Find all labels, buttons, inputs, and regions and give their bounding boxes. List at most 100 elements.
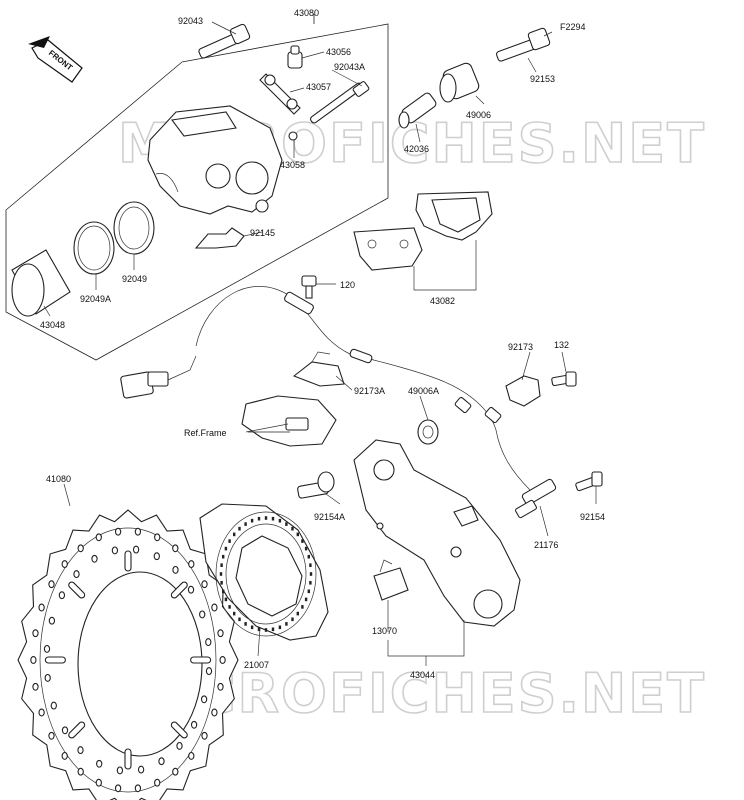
- disc-hole: [32, 682, 39, 691]
- disc-hole: [91, 554, 98, 563]
- disc-slot: [170, 581, 188, 599]
- rotor-tooth: [250, 518, 254, 523]
- label-92153: 92153: [530, 74, 555, 84]
- rotor-tooth: [307, 589, 310, 594]
- disc-hole: [38, 603, 45, 612]
- disc-hole: [217, 629, 224, 638]
- disc-hole: [137, 765, 145, 774]
- label-92173A: 92173A: [354, 386, 385, 396]
- label-132: 132: [554, 340, 569, 350]
- caliper-assembly-box: [5, 14, 389, 361]
- rotor-tooth: [238, 526, 241, 531]
- disc-hole: [116, 766, 124, 775]
- disc-hole: [48, 580, 55, 589]
- rotor-tooth: [244, 622, 247, 626]
- label-13070: 13070: [372, 626, 397, 636]
- caliper-mounting-bracket-part: [353, 439, 521, 627]
- disc-hole: [111, 546, 119, 555]
- rotor-tooth: [228, 605, 231, 609]
- rotor-tooth: [224, 597, 228, 602]
- label-92043A: 92043A: [334, 62, 365, 72]
- disc-hole: [211, 708, 218, 717]
- label-43082: 43082: [430, 296, 455, 306]
- rotor-tooth: [309, 581, 312, 585]
- label-F2294: F2294: [560, 22, 586, 32]
- rotor-tooth: [278, 625, 282, 630]
- disc-hole: [95, 533, 102, 542]
- label-21007: 21007: [244, 660, 269, 670]
- rotor-tooth: [220, 563, 223, 567]
- rotor-tooth: [285, 522, 288, 526]
- disc-hole: [158, 757, 165, 766]
- disc-slot: [44, 656, 66, 664]
- disc-hole: [114, 527, 122, 536]
- pin-bolt-part: [198, 23, 251, 59]
- disc-hole: [77, 767, 84, 776]
- disc-hole: [211, 603, 218, 612]
- disc-hole: [172, 767, 179, 776]
- rotor-tooth: [309, 572, 313, 576]
- label-ref-frame: Ref.Frame: [184, 428, 227, 438]
- rotor-tooth: [304, 597, 308, 602]
- disc-hole: [44, 673, 51, 682]
- collar-part: [417, 419, 439, 445]
- disc-hole: [153, 552, 160, 561]
- disc-slot: [124, 550, 132, 572]
- seal-ring-part: [288, 131, 298, 141]
- disc-hole: [176, 741, 183, 750]
- sensor-clamp-part: [505, 375, 541, 407]
- label-49006: 49006: [466, 110, 491, 120]
- rotor-tooth: [291, 526, 294, 531]
- caliper-bracket-link-part: [259, 73, 301, 115]
- rotor-tooth: [228, 539, 231, 543]
- brake-pad-set-part: [353, 191, 493, 271]
- rotor-tooth: [219, 572, 223, 576]
- disc-hole: [48, 731, 55, 740]
- disc-hole: [48, 616, 56, 625]
- disc-hole: [219, 656, 226, 664]
- rotor-tooth: [224, 546, 228, 551]
- label-92049A: 92049A: [80, 294, 111, 304]
- label-21176: 21176: [534, 540, 558, 550]
- caliper-body-part: [147, 105, 283, 215]
- disc-hole: [172, 544, 179, 553]
- rotor-tooth: [233, 532, 236, 537]
- rotor-tooth: [296, 532, 299, 537]
- disc-hole: [190, 720, 198, 729]
- rotor-tooth: [222, 554, 225, 559]
- disc-hole: [73, 570, 80, 579]
- disc-hole: [199, 610, 206, 619]
- disc-hole: [96, 759, 103, 768]
- label-92049: 92049: [122, 274, 147, 284]
- pad-spring-part: [194, 227, 245, 249]
- caliper-bolt-part: [496, 27, 551, 62]
- label-92145: 92145: [250, 228, 275, 238]
- label-43056: 43056: [326, 47, 351, 57]
- disc-hole: [77, 544, 84, 553]
- screw-part: [301, 275, 317, 299]
- disc-hole: [38, 708, 45, 717]
- dust-seal-part: [73, 221, 115, 275]
- bracket-bolt-part: [297, 471, 335, 499]
- rotor-tooth: [291, 617, 294, 622]
- disc-hole: [77, 746, 84, 755]
- rotor-tooth: [271, 627, 275, 632]
- label-49006A: 49006A: [408, 386, 439, 396]
- piston-seal-part: [113, 201, 155, 255]
- wheel-speed-sensor-part: [515, 478, 557, 519]
- disc-slot: [170, 721, 188, 739]
- disc-hole: [188, 751, 195, 760]
- small-bolt-part: [551, 371, 577, 387]
- bushing-part: [439, 62, 480, 103]
- label-42036: 42036: [404, 144, 429, 154]
- disc-hole: [30, 656, 37, 664]
- disc-hole: [134, 784, 142, 793]
- rotor-tooth: [244, 522, 247, 526]
- disc-hole: [32, 629, 39, 638]
- disc-hole: [201, 731, 208, 740]
- disc-hole: [132, 545, 140, 554]
- rotor-tooth: [304, 546, 308, 551]
- rotor-tooth: [296, 611, 299, 616]
- disc-hole: [205, 638, 212, 647]
- sleeve-part: [398, 92, 437, 129]
